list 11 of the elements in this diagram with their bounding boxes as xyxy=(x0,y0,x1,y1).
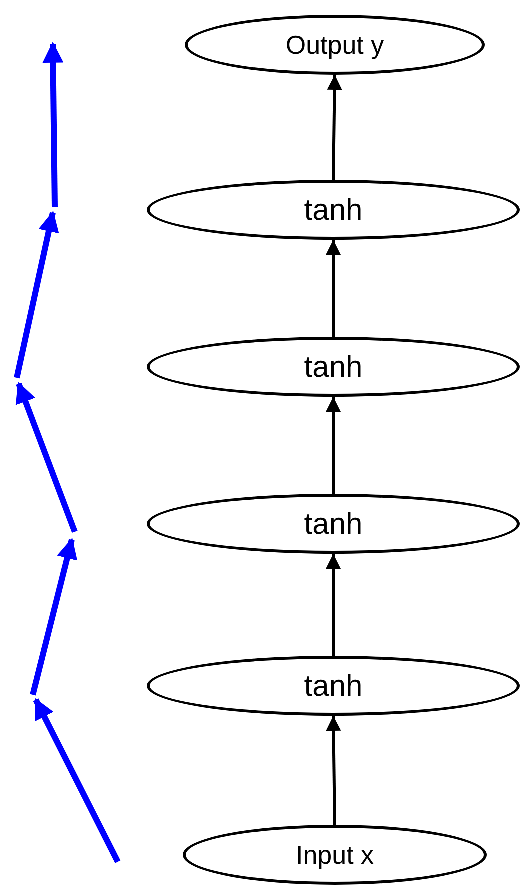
arrow xyxy=(326,240,341,337)
ellipse-node: tanh xyxy=(147,494,520,554)
ellipse-node: Input x xyxy=(183,825,487,885)
ellipse-node: Output y xyxy=(185,15,485,75)
ellipse-node: tanh xyxy=(147,180,520,240)
ellipse-node: tanh xyxy=(147,337,520,397)
arrow xyxy=(326,554,341,656)
arrow xyxy=(326,397,341,494)
ellipse-node: tanh xyxy=(147,656,520,716)
arrow xyxy=(327,74,342,180)
arrow xyxy=(326,716,342,826)
